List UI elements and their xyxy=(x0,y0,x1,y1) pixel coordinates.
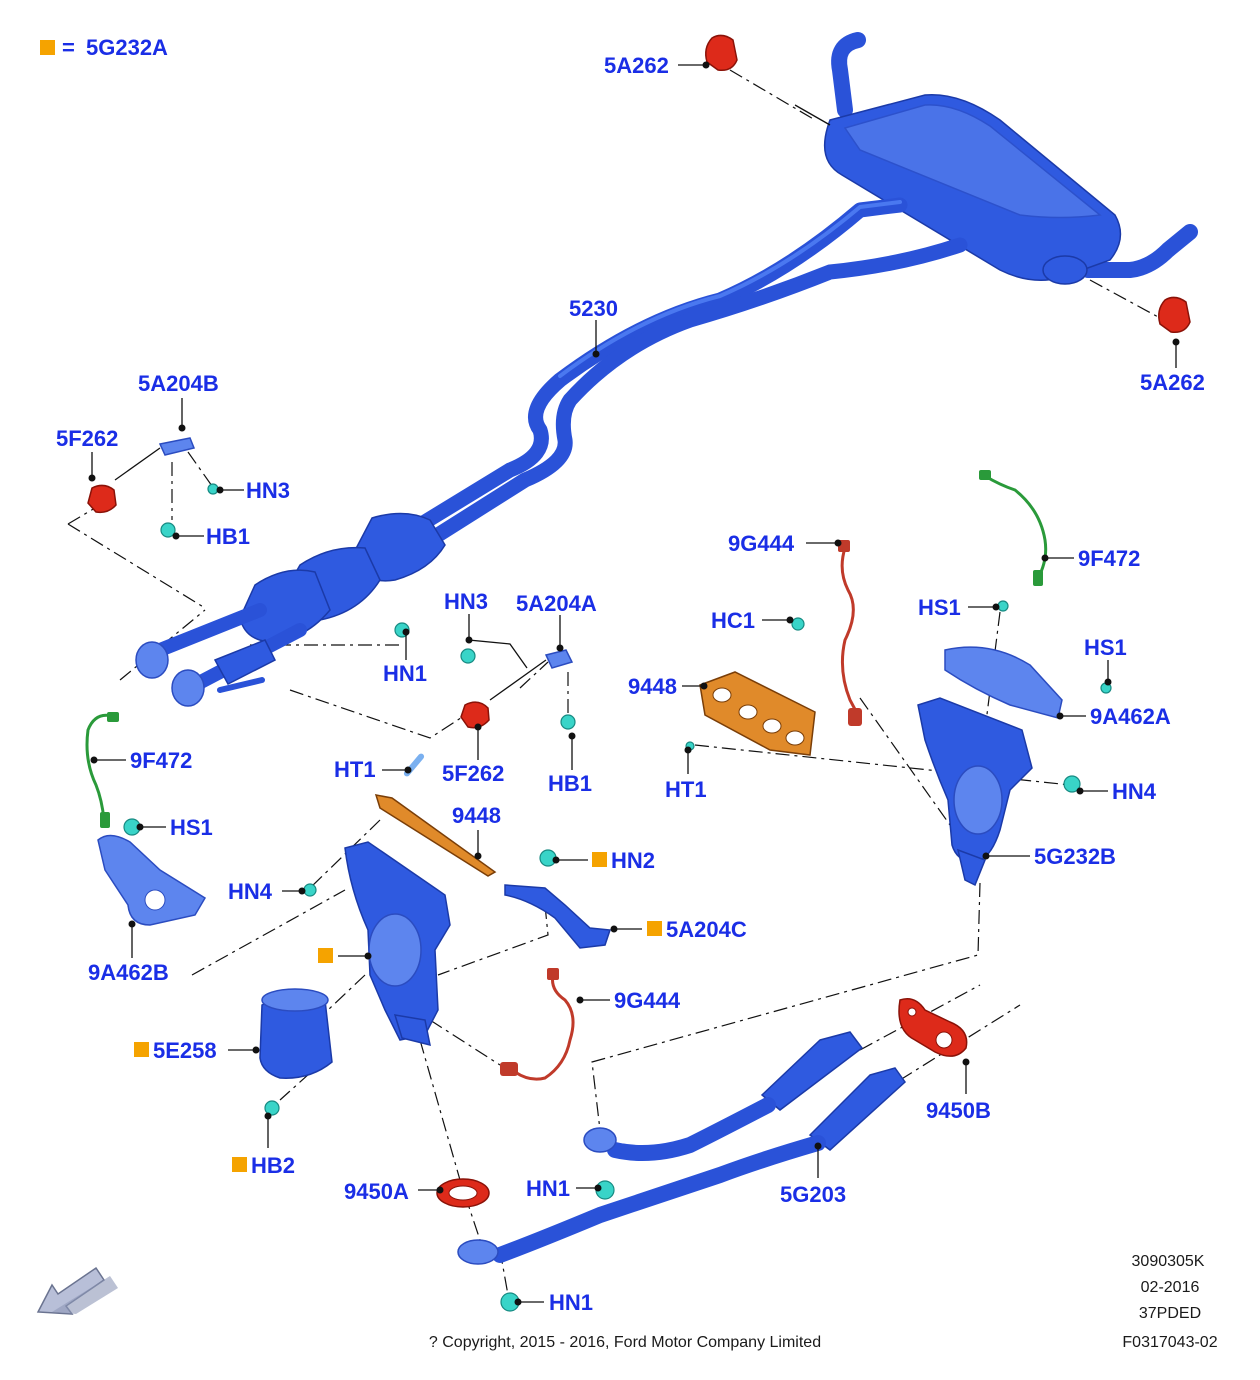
part-label: 5230 xyxy=(569,296,618,321)
part-label: HT1 xyxy=(665,777,707,802)
footer: 3090305K 02-2016 37PDED F0317043-02 ? Co… xyxy=(429,1253,1218,1351)
part-label: 5G232B xyxy=(1034,844,1116,869)
part-label: HB2 xyxy=(251,1153,295,1178)
part-label: 9G444 xyxy=(614,988,681,1013)
front-pipe-assembly xyxy=(457,1031,906,1265)
part-label: HS1 xyxy=(1084,635,1127,660)
insulator-5f262-mid xyxy=(460,701,490,729)
part-label: HT1 xyxy=(334,757,376,782)
insulator-5a262-top xyxy=(705,34,738,72)
part-label: HN3 xyxy=(246,478,290,503)
arrow-down-left-icon xyxy=(36,1266,118,1315)
part-label: 5E258 xyxy=(153,1038,217,1063)
part-label: 9448 xyxy=(628,674,677,699)
rear-muffler-assembly xyxy=(135,32,1198,707)
issue-date: 02-2016 xyxy=(1141,1279,1200,1296)
part-label: 9F472 xyxy=(1078,546,1140,571)
part-label: 5A204A xyxy=(516,591,597,616)
gaskets xyxy=(374,671,968,1208)
part-label: 5G203 xyxy=(780,1182,846,1207)
ref-number: 3090305K xyxy=(1132,1253,1205,1270)
part-label: HS1 xyxy=(170,815,213,840)
part-label: 5A204C xyxy=(666,917,747,942)
copyright-notice: ? Copyright, 2015 - 2016, Ford Motor Com… xyxy=(429,1334,821,1351)
orange-square-icon xyxy=(40,40,55,55)
part-label: HN4 xyxy=(228,879,273,904)
orange-square-icon xyxy=(232,1157,247,1172)
part-label: HN1 xyxy=(526,1176,570,1201)
orange-square-icon xyxy=(318,948,333,963)
part-label: 5A262 xyxy=(1140,370,1205,395)
heat-shields xyxy=(97,646,1063,926)
part-label: 5A262 xyxy=(604,53,669,78)
legend-code: 5G232A xyxy=(86,35,168,60)
part-label: 9A462A xyxy=(1090,704,1171,729)
part-label: HB1 xyxy=(206,524,250,549)
part-label: HC1 xyxy=(711,608,755,633)
part-label: 9448 xyxy=(452,803,501,828)
catalytic-converters xyxy=(259,697,1033,1079)
orange-square-icon xyxy=(592,852,607,867)
figure-id: F0317043-02 xyxy=(1122,1334,1217,1351)
part-label: 5F262 xyxy=(56,426,118,451)
leader-lines xyxy=(88,61,1180,1306)
part-label: HN1 xyxy=(383,661,427,686)
part-label: 9A462B xyxy=(88,960,169,985)
part-label: 9450A xyxy=(344,1179,409,1204)
part-labels: 5A262 5A262 5230 5A204B 5F262 HN3 HB1 9G… xyxy=(56,53,1205,1315)
orange-square-icon xyxy=(134,1042,149,1057)
insulator-5a262-right xyxy=(1158,296,1191,334)
orange-markers xyxy=(134,852,662,1172)
part-label: 5F262 xyxy=(442,761,504,786)
brackets xyxy=(114,437,612,949)
legend: = 5G232A xyxy=(40,35,168,60)
part-label: 9G444 xyxy=(728,531,795,556)
insulator-5f262-left xyxy=(87,484,117,514)
legend-equals: = xyxy=(62,35,75,60)
part-label: 9F472 xyxy=(130,748,192,773)
rubber-insulators xyxy=(87,34,1191,729)
part-label: 9450B xyxy=(926,1098,991,1123)
part-label: HN2 xyxy=(611,848,655,873)
model-code: 37PDED xyxy=(1139,1305,1201,1322)
part-label: HS1 xyxy=(918,595,961,620)
part-label: HN1 xyxy=(549,1290,593,1315)
part-label: HN3 xyxy=(444,589,488,614)
part-label: 5A204B xyxy=(138,371,219,396)
part-label: HB1 xyxy=(548,771,592,796)
orange-square-icon xyxy=(647,921,662,936)
part-label: HN4 xyxy=(1112,779,1157,804)
